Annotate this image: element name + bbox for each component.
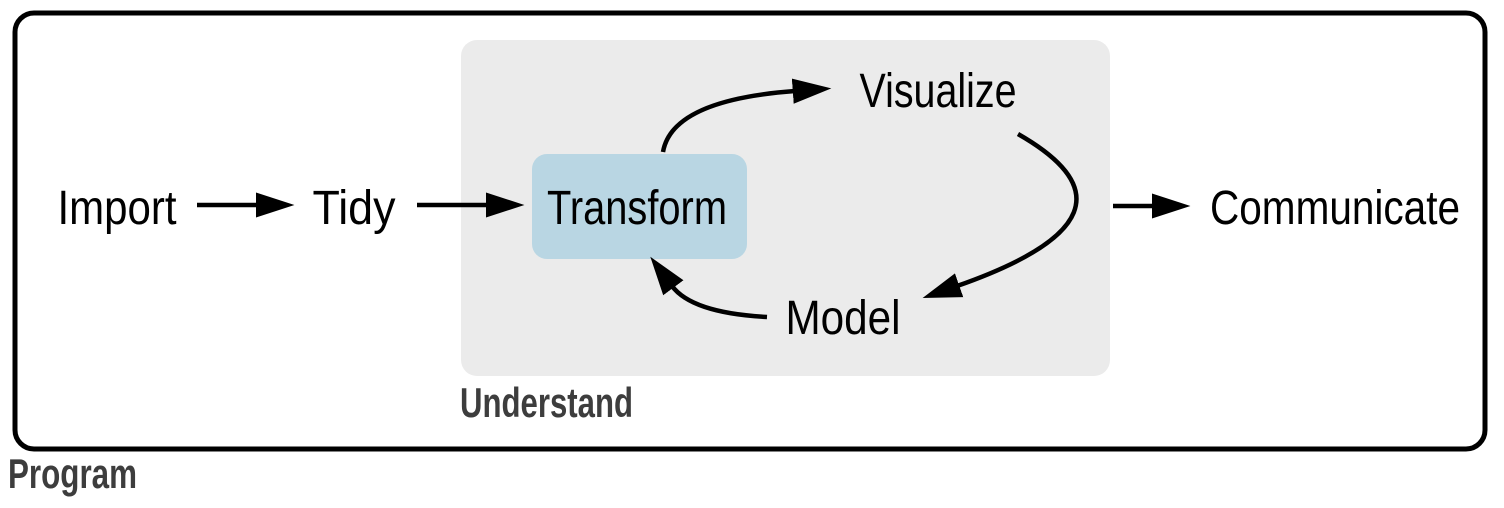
- node-visualize-label: Visualize: [860, 65, 1017, 118]
- node-import-label: Import: [58, 182, 177, 235]
- node-tidy-label: Tidy: [313, 182, 396, 235]
- edge-transform-visualize: [660, 78, 832, 153]
- program-group-label: Program: [8, 450, 137, 497]
- edge-model-transform: [650, 256, 768, 320]
- node-transform-label: Transform: [547, 182, 727, 235]
- node-communicate-label: Communicate: [1210, 182, 1460, 235]
- edge-visualize-model: [922, 132, 1079, 299]
- transform-node-box: [532, 154, 747, 259]
- node-model-label: Model: [786, 292, 901, 345]
- understand-group-label: Understand: [460, 379, 633, 426]
